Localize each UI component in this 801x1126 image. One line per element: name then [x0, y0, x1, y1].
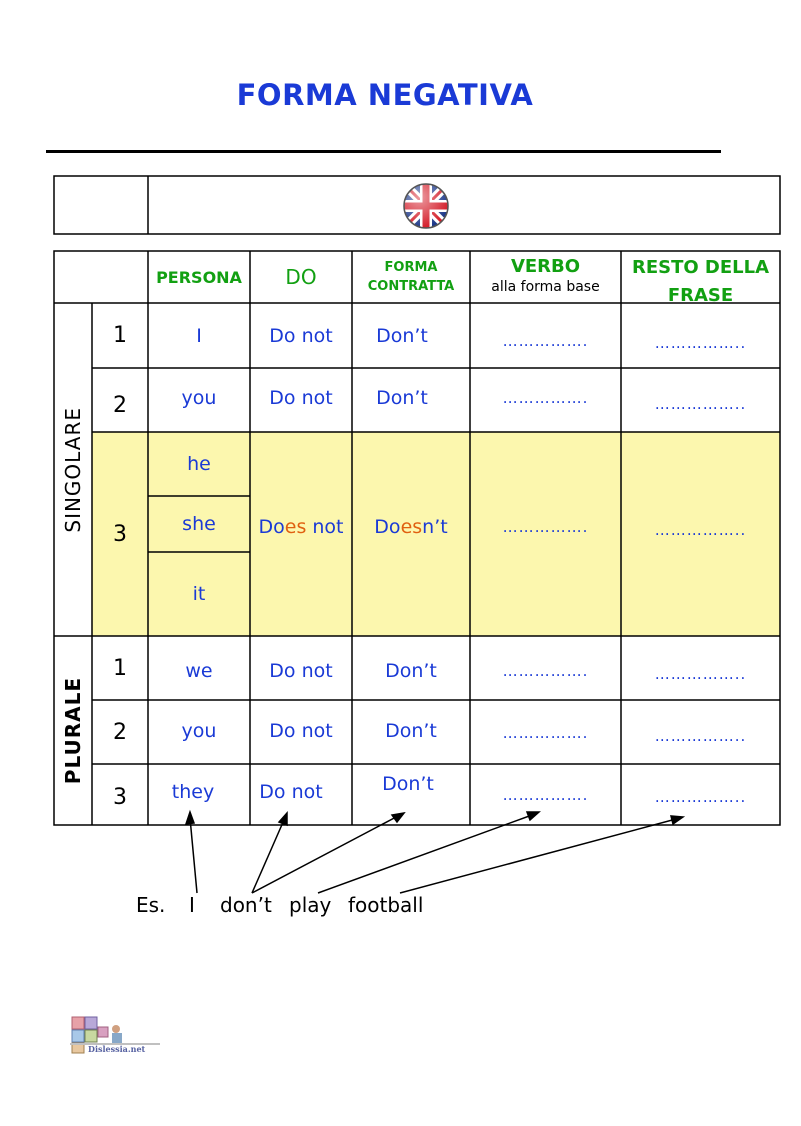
header-verbo-title: VERBO — [510, 256, 581, 277]
example-word-i: I — [189, 893, 195, 917]
example-word-football: football — [348, 893, 424, 917]
row-3-do-es: es — [284, 516, 307, 538]
row-1-resto: …………….. — [654, 334, 747, 352]
group-singolare-label: SINGOLARE — [61, 406, 85, 533]
row-1-persona: I — [196, 324, 202, 347]
row-4-contratta: Don’t — [385, 660, 437, 682]
row-5-do: Do not — [269, 720, 333, 742]
header-verbo: VERBO alla forma base — [470, 251, 621, 303]
row-6-persona: they — [171, 781, 215, 803]
header-forma-contratta: FORMA CONTRATTA — [352, 251, 470, 303]
row-3-contratta-post: n’t — [422, 516, 448, 538]
row-1-verbo: ……………. — [502, 331, 589, 350]
header-verbo-sub: alla forma base — [491, 279, 600, 295]
row-3-resto: …………….. — [654, 521, 747, 539]
row-2-contratta: Don’t — [376, 387, 428, 409]
example-word-dont: don’t — [220, 893, 272, 917]
row-1-do: Do not — [269, 324, 333, 347]
row-6-contratta: Don’t — [382, 773, 434, 795]
row-4-resto: …………….. — [654, 665, 747, 683]
header-contratta-line1: FORMA — [384, 260, 438, 275]
row-3-number: 3 — [113, 521, 127, 547]
header-persona: PERSONA — [156, 267, 242, 287]
row-5-number: 2 — [113, 719, 127, 745]
row-6-resto: …………….. — [654, 788, 747, 806]
row-5-persona: you — [181, 720, 217, 742]
group-plurale: PLURALE — [54, 636, 92, 825]
row-3-contratta-pre: Do — [374, 516, 401, 538]
example-label: Es. — [136, 893, 166, 917]
dislessia-logo: Dislessia.net — [70, 1013, 162, 1055]
header-resto: RESTO DELLA FRASE — [631, 257, 770, 306]
page-title: FORMA NEGATIVA — [236, 78, 534, 112]
row-1-contratta: Don’t — [376, 324, 428, 347]
row-3-do-pre: Do — [258, 516, 285, 538]
row-3-verbo: ……………. — [502, 518, 589, 536]
row-6-verbo: ……………. — [502, 786, 589, 804]
row-4-verbo: ……………. — [502, 662, 589, 680]
row-2-do: Do not — [269, 387, 333, 409]
row-6-number: 3 — [113, 784, 127, 810]
row-3-persona-she: she — [182, 513, 216, 535]
row-3-persona-he: he — [187, 453, 211, 475]
row-2-persona: you — [181, 387, 217, 409]
group-plurale-label: PLURALE — [61, 676, 85, 785]
row-4-do: Do not — [269, 660, 333, 682]
uk-flag-icon — [403, 183, 449, 229]
row-3-persona-it: it — [192, 583, 206, 605]
logo-text: Dislessia.net — [88, 1044, 146, 1054]
logo-blocks-icon — [70, 1016, 160, 1054]
row-3-do-post: not — [306, 516, 344, 538]
row-1-number: 1 — [113, 323, 127, 348]
row-5-verbo: ……………. — [502, 724, 589, 742]
row-2-verbo: ……………. — [502, 389, 589, 407]
row-5-contratta: Don’t — [385, 720, 437, 742]
example-word-play: play — [289, 893, 332, 917]
row-4-number: 1 — [113, 655, 127, 681]
header-contratta-line2: CONTRATTA — [367, 279, 455, 294]
row-3-contratta-es: es — [400, 516, 423, 538]
group-singolare: SINGOLARE — [54, 303, 92, 636]
row-2-number: 2 — [113, 392, 127, 418]
title-divider — [46, 150, 721, 153]
row-6-do: Do not — [259, 781, 323, 803]
row-2-resto: …………….. — [654, 395, 747, 413]
row-4-persona: we — [185, 660, 213, 682]
row-5-resto: …………….. — [654, 727, 747, 745]
header-do: DO — [285, 265, 317, 289]
